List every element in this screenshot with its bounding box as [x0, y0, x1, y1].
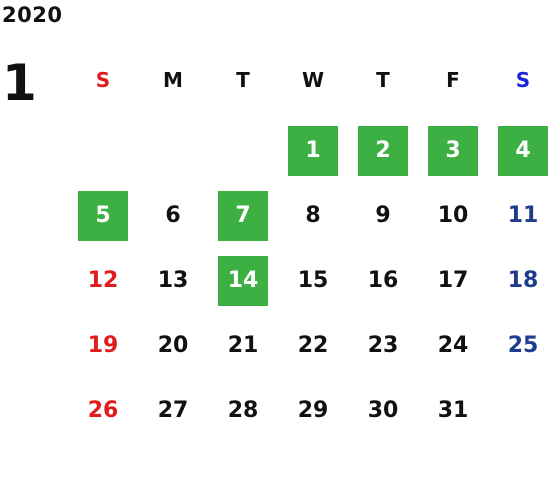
day-cell[interactable]: 23 [348, 313, 418, 378]
weekday-mon: M [163, 68, 183, 92]
day-cell[interactable]: 12 [68, 248, 138, 313]
day-cell[interactable]: 3 [418, 118, 488, 183]
day-number: 15 [297, 268, 329, 293]
day-cell[interactable]: 29 [278, 378, 348, 443]
day-number: 9 [375, 203, 391, 228]
day-cell[interactable]: 10 [418, 183, 488, 248]
day-cell[interactable]: 28 [208, 378, 278, 443]
weekday-sat: S [515, 68, 531, 92]
day-number: 23 [367, 333, 399, 358]
day-cell[interactable]: 9 [348, 183, 418, 248]
day-cell[interactable]: 30 [348, 378, 418, 443]
year-label: 2020 [2, 3, 63, 27]
day-cell[interactable]: 8 [278, 183, 348, 248]
day-number: 11 [507, 203, 539, 228]
day-number: 13 [157, 268, 189, 293]
day-number: 1 [288, 125, 338, 176]
day-number: 31 [437, 398, 469, 423]
day-number: 5 [78, 190, 128, 241]
month-label: 1 [2, 54, 37, 112]
day-number: 20 [157, 333, 189, 358]
day-cell[interactable]: 14 [208, 248, 278, 313]
day-cell[interactable]: 5 [68, 183, 138, 248]
day-number: 2 [358, 125, 408, 176]
day-number: 27 [157, 398, 189, 423]
day-cell[interactable]: 22 [278, 313, 348, 378]
day-number: 17 [437, 268, 469, 293]
day-number: 24 [437, 333, 469, 358]
day-number: 10 [437, 203, 469, 228]
day-cell[interactable]: 27 [138, 378, 208, 443]
day-number: 18 [507, 268, 539, 293]
day-cell[interactable]: 21 [208, 313, 278, 378]
weekday-sun: S [95, 68, 111, 92]
day-number: 7 [218, 190, 268, 241]
day-cell[interactable]: 7 [208, 183, 278, 248]
day-number: 28 [227, 398, 259, 423]
day-cell[interactable]: 2 [348, 118, 418, 183]
day-cell[interactable]: 15 [278, 248, 348, 313]
day-cell[interactable]: 16 [348, 248, 418, 313]
day-number: 8 [305, 203, 321, 228]
day-number: 25 [507, 333, 539, 358]
day-number: 19 [87, 333, 119, 358]
day-number: 16 [367, 268, 399, 293]
day-number: 21 [227, 333, 259, 358]
day-cell[interactable]: 25 [488, 313, 548, 378]
weekday-tue: T [236, 68, 250, 92]
weekday-wed: W [301, 68, 325, 92]
day-number: 14 [218, 255, 268, 306]
day-number: 22 [297, 333, 329, 358]
day-number: 12 [87, 268, 119, 293]
day-number: 30 [367, 398, 399, 423]
weekday-fri: F [446, 68, 460, 92]
day-cell[interactable]: 19 [68, 313, 138, 378]
day-number: 26 [87, 398, 119, 423]
day-cell[interactable]: 31 [418, 378, 488, 443]
day-cell[interactable]: 11 [488, 183, 548, 248]
day-cell[interactable]: 24 [418, 313, 488, 378]
day-cell[interactable]: 13 [138, 248, 208, 313]
day-number: 3 [428, 125, 478, 176]
weekday-thu: T [376, 68, 390, 92]
day-cell[interactable]: 26 [68, 378, 138, 443]
day-cell[interactable]: 18 [488, 248, 548, 313]
day-cell[interactable]: 1 [278, 118, 348, 183]
day-number: 4 [498, 125, 548, 176]
day-cell[interactable]: 6 [138, 183, 208, 248]
day-cell[interactable]: 4 [488, 118, 548, 183]
day-cell[interactable]: 20 [138, 313, 208, 378]
day-number: 6 [165, 203, 181, 228]
day-number: 29 [297, 398, 329, 423]
day-cell[interactable]: 17 [418, 248, 488, 313]
